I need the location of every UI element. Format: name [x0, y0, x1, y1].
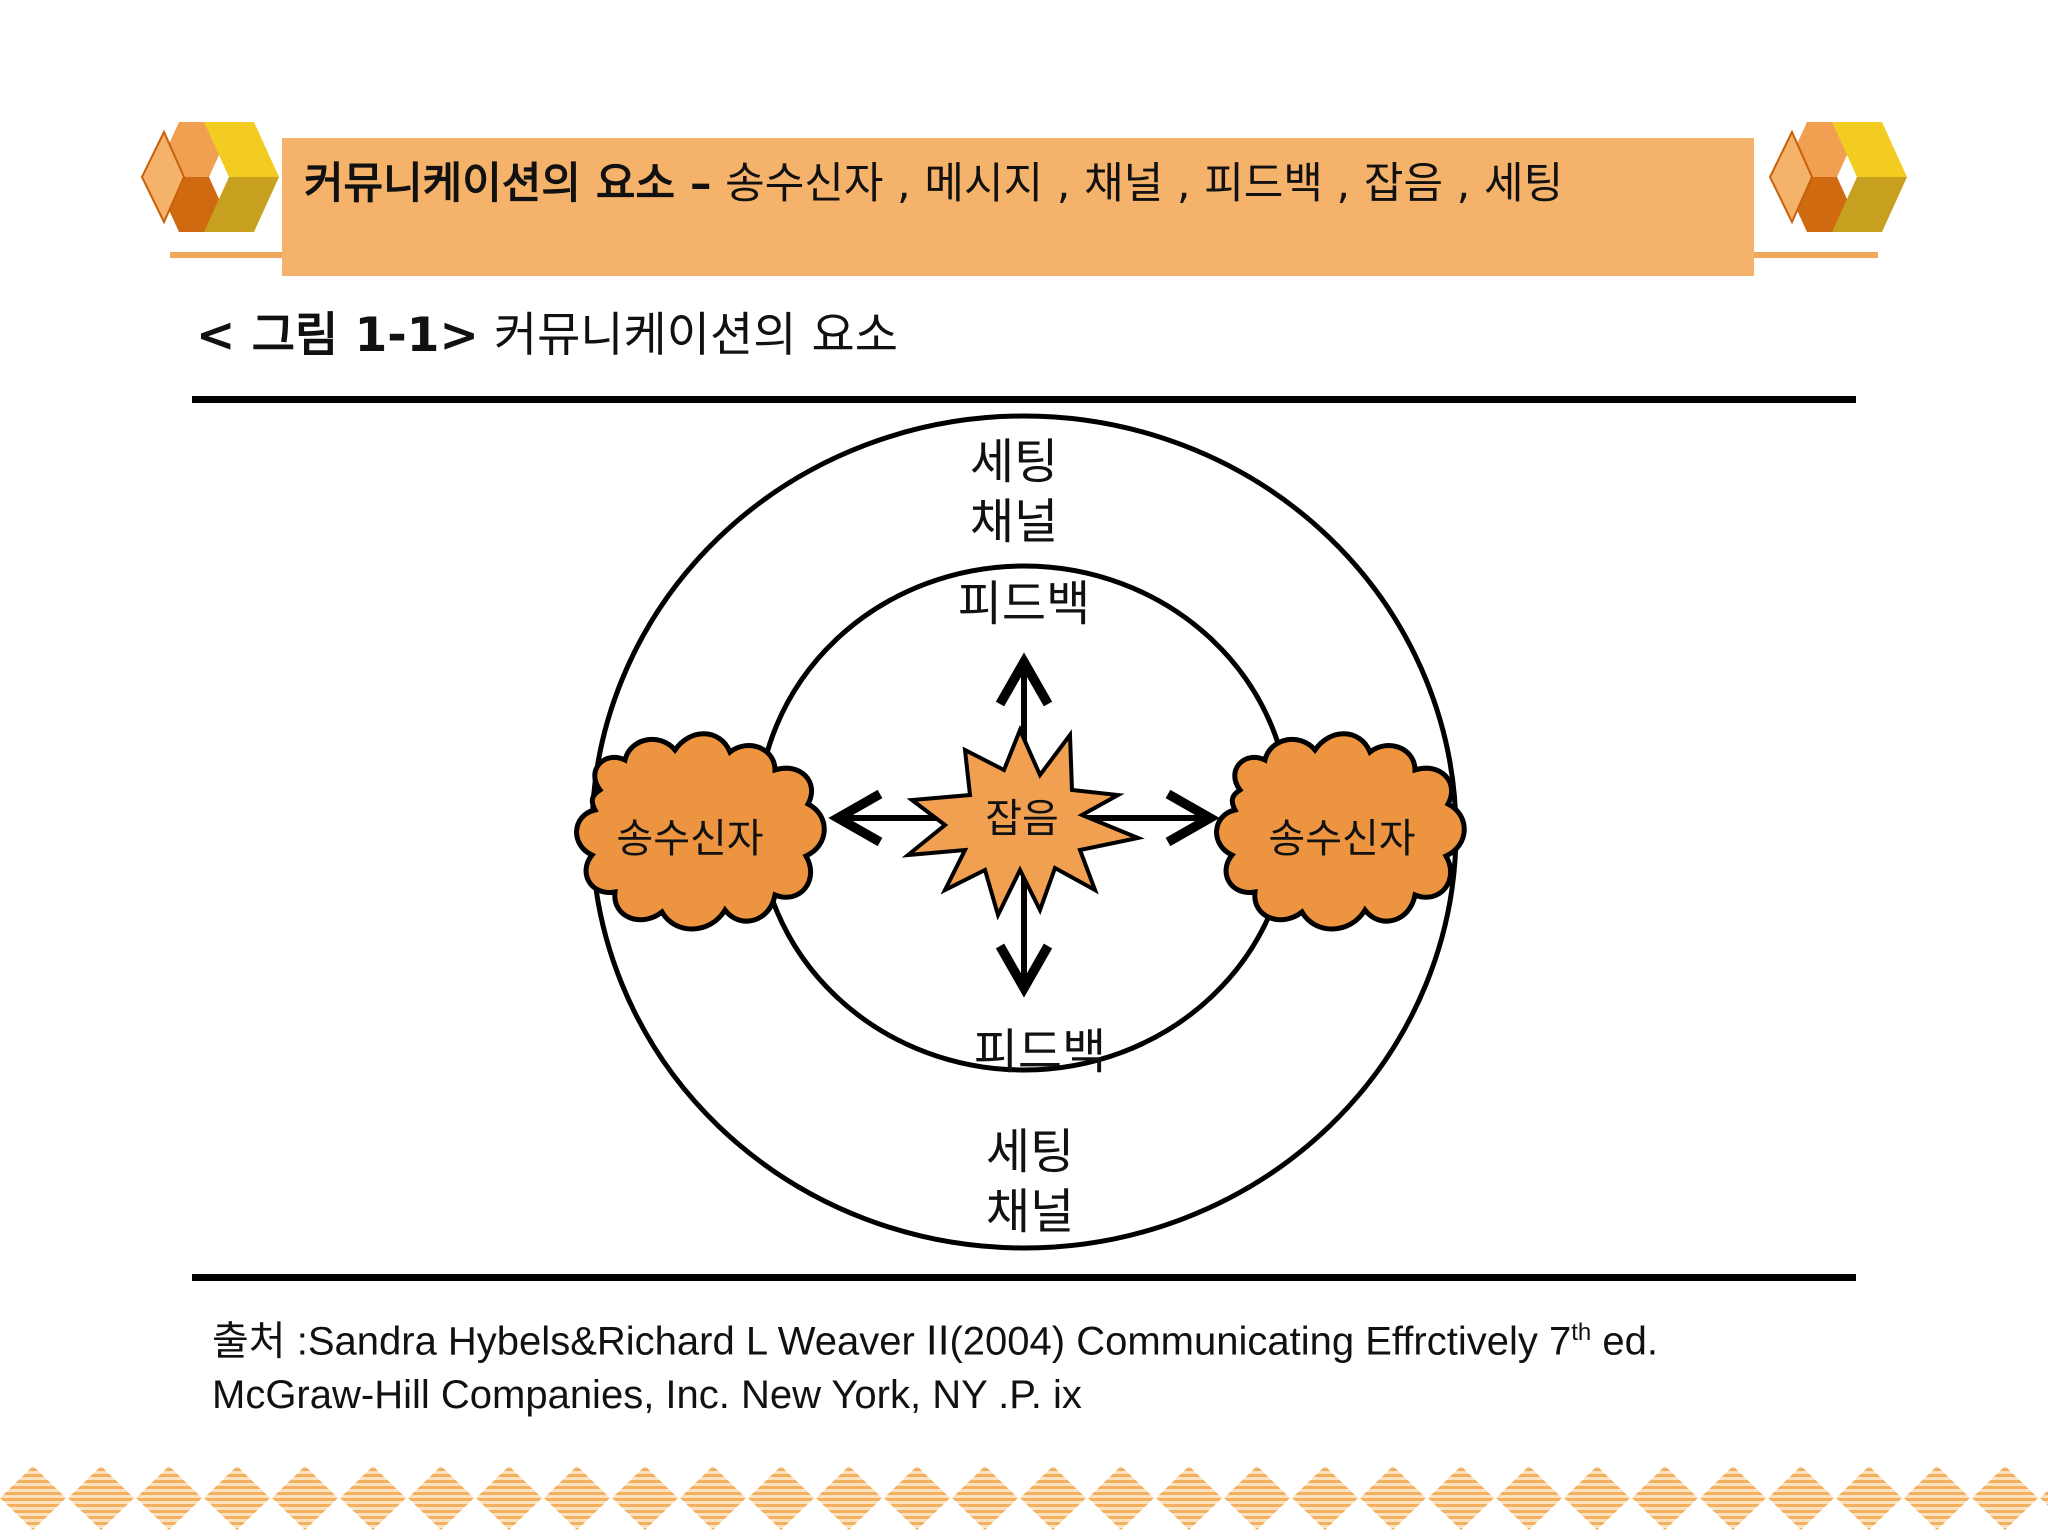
border-diamond [1020, 1466, 1086, 1530]
border-diamond [1496, 1466, 1562, 1530]
figure-label: < 그림 1-1> 커뮤니케이션의 요소 [196, 306, 898, 366]
border-diamond [1904, 1466, 1970, 1530]
source-line-1: 출처 :Sandra Hybels&Richard L Weaver ⅠⅠ(20… [212, 1306, 1658, 1368]
border-diamond [1156, 1466, 1222, 1530]
outer-bottom-setting-label: 세팅 [986, 1124, 1074, 1180]
border-diamond [1428, 1466, 1494, 1530]
border-diamond [408, 1466, 474, 1530]
bottom-diamond-border [0, 1466, 2048, 1530]
slide-title-bold: 커뮤니케이션의 요소 – [304, 159, 712, 209]
border-diamond [1224, 1466, 1290, 1530]
left-cube-ornament-icon [140, 122, 279, 232]
outer-top-setting-label: 세팅 [970, 434, 1058, 490]
border-diamond [680, 1466, 746, 1530]
border-diamond [272, 1466, 338, 1530]
border-diamond [612, 1466, 678, 1530]
outer-top-channel-label: 채널 [970, 494, 1058, 550]
border-diamond [748, 1466, 814, 1530]
noise-label: 잡음 [985, 796, 1059, 842]
left-sender-receiver-cloud [574, 731, 827, 932]
border-diamond [68, 1466, 134, 1530]
source-edition-sup: th [1571, 1319, 1592, 1346]
figure-label-number: < 그림 1-1> [196, 308, 479, 363]
border-diamond [204, 1466, 270, 1530]
source-line-1-text: 출처 :Sandra Hybels&Richard L Weaver ⅠⅠ(20… [212, 1319, 1572, 1364]
border-diamond [1700, 1466, 1766, 1530]
border-diamond [1836, 1466, 1902, 1530]
outer-bottom-channel-label: 채널 [986, 1184, 1074, 1240]
border-diamond [1768, 1466, 1834, 1530]
border-diamond [1972, 1466, 2038, 1530]
bottom-rule [192, 1274, 1856, 1281]
border-diamond [1292, 1466, 1358, 1530]
border-diamond [1088, 1466, 1154, 1530]
slide-title-bar: 커뮤니케이션의 요소 – 송수신자 , 메시지 , 채널 , 피드백 , 잡음 … [282, 138, 1754, 276]
left-cloud-label: 송수신자 [616, 816, 763, 862]
border-diamond [0, 1466, 66, 1530]
border-diamond [816, 1466, 882, 1530]
border-diamond [340, 1466, 406, 1530]
inner-bottom-feedback-label: 피드백 [974, 1024, 1106, 1080]
border-diamond [2040, 1490, 2048, 1506]
top-rule [192, 396, 1856, 403]
border-diamond [884, 1466, 950, 1530]
border-diamond [952, 1466, 1018, 1530]
border-diamond [476, 1466, 542, 1530]
header-line-right [1754, 252, 1878, 258]
diamond-row [0, 1466, 2048, 1530]
border-diamond [136, 1466, 202, 1530]
inner-top-feedback-label: 피드백 [958, 576, 1090, 632]
border-diamond [1564, 1466, 1630, 1530]
right-sender-receiver-cloud [1214, 731, 1467, 932]
source-citation: 출처 :Sandra Hybels&Richard L Weaver ⅠⅠ(20… [212, 1306, 1658, 1422]
border-diamond [1632, 1466, 1698, 1530]
right-cloud-label: 송수신자 [1268, 816, 1415, 862]
source-line-2: McGraw-Hill Companies, Inc. New York, NY… [212, 1373, 1082, 1418]
border-diamond [544, 1466, 610, 1530]
right-cube-ornament-icon [1768, 122, 1907, 232]
noise-burst [901, 724, 1145, 921]
header-line-left [170, 252, 282, 258]
border-diamond [1360, 1466, 1426, 1530]
slide-title-rest: 송수신자 , 메시지 , 채널 , 피드백 , 잡음 , 세팅 [711, 159, 1564, 209]
figure-label-title: 커뮤니케이션의 요소 [478, 308, 898, 363]
source-line-1-suffix: ed. [1591, 1319, 1658, 1364]
